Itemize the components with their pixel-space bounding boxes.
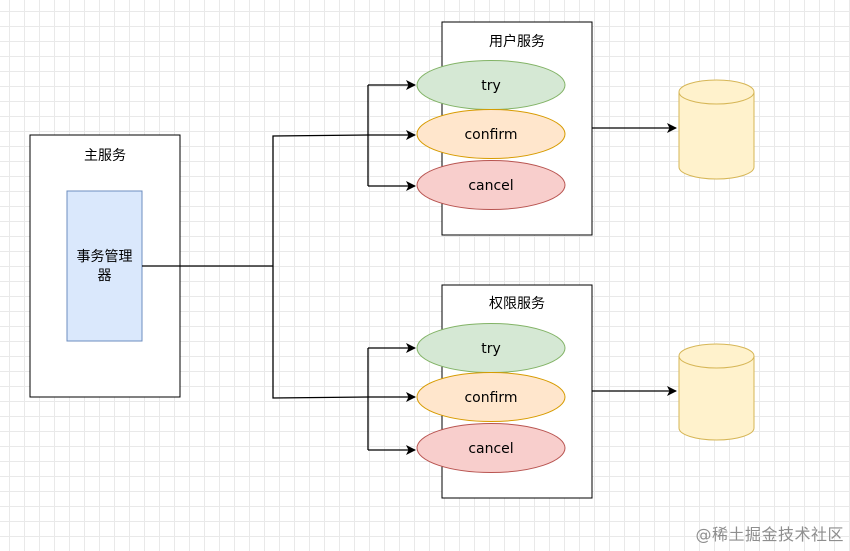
user-database-body <box>678 92 755 180</box>
permission-service-title: 权限服务 <box>489 296 545 312</box>
permission-confirm-label: confirm <box>464 390 517 406</box>
permission-database <box>678 343 755 441</box>
transaction-manager-label-line2: 器 <box>98 268 112 284</box>
user-service-title: 用户服务 <box>489 33 545 50</box>
transaction-manager-label-line1: 事务管理 <box>77 249 133 265</box>
user-cancel-node <box>416 160 566 210</box>
user-database-top <box>678 79 755 105</box>
permission-cancel-node <box>416 423 566 473</box>
permission-try-label: try <box>481 341 501 357</box>
permission-database-top <box>678 343 755 369</box>
connector-to-user-service <box>272 134 369 266</box>
watermark: @稀土掘金技术社区 <box>695 525 844 544</box>
user-service: 用户服务 try confirm cancel <box>416 21 593 236</box>
transaction-manager-box <box>66 190 143 342</box>
main-service-title: 主服务 <box>84 148 126 164</box>
permission-service: 权限服务 try confirm cancel <box>416 284 593 499</box>
user-database <box>678 79 755 180</box>
permission-confirm-node <box>416 372 566 422</box>
user-cancel-label: cancel <box>468 178 513 194</box>
permission-database-body <box>678 356 755 441</box>
connector-to-permission-service <box>272 266 369 399</box>
connectors <box>142 80 677 455</box>
user-confirm-label: confirm <box>464 127 517 143</box>
permission-cancel-label: cancel <box>468 441 513 457</box>
user-try-label: try <box>481 78 501 94</box>
user-confirm-node <box>416 109 566 159</box>
